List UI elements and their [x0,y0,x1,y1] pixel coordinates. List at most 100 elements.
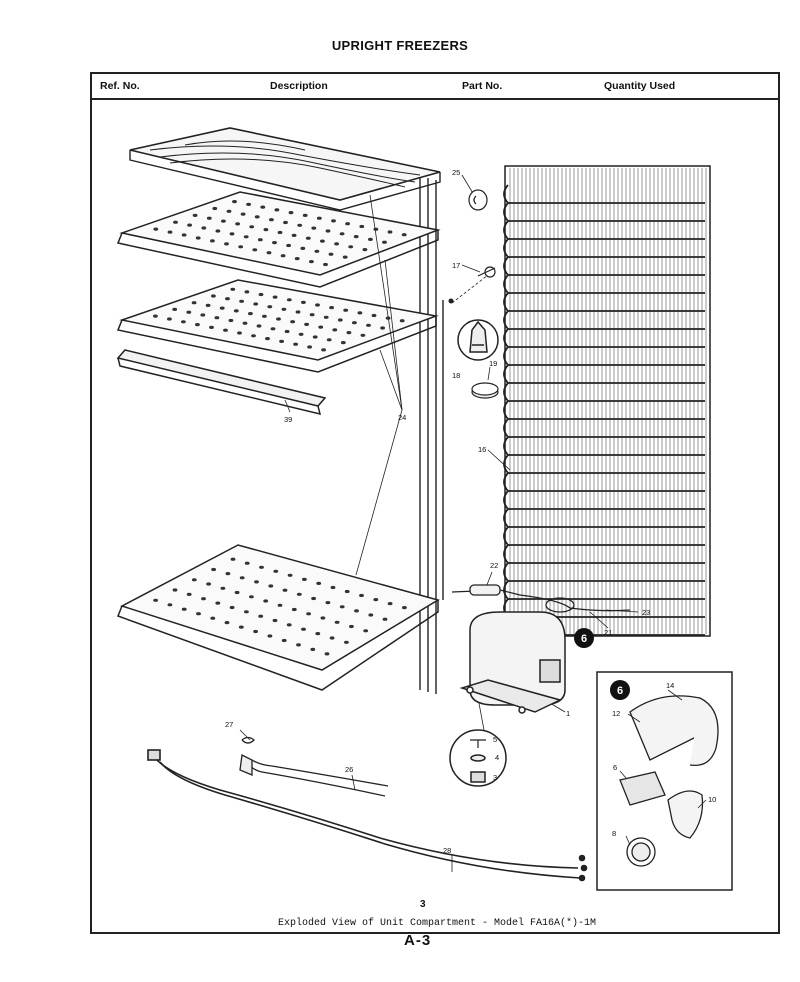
shelf-hole [238,625,244,629]
hose-clamp [241,736,255,744]
shelf-hole [221,219,226,223]
column-header-part-no: Part No. [462,80,503,92]
shelf-hole [215,229,221,233]
shelf-hole [340,341,346,345]
shelf-hole [291,607,297,612]
page-number: A-3 [404,932,432,949]
shelf-hole [353,235,359,239]
shelf-hole [318,325,324,329]
shelf-hole [339,605,345,609]
shelf-hole [306,612,311,616]
shelf-hole [253,302,259,306]
shelf-hole [326,338,332,342]
callout-19: 19 [489,359,497,368]
shelf-hole [332,328,338,332]
shelf-hole [357,311,363,315]
shelf-hole [325,229,331,233]
shelf-hole [273,569,279,573]
shelf-hole [382,617,388,621]
shelf-hole [343,308,349,312]
shelf-hole [281,638,287,643]
shelf-hole [281,307,287,311]
callout-24: 24 [398,413,406,422]
shelf-hole [325,601,331,605]
shelf-hole [293,342,298,346]
callout-23: 23 [642,608,650,617]
shelf-hole [290,320,295,324]
shelf-hole [277,230,283,235]
shelf-hole [265,337,270,341]
shelf-hole [329,306,334,310]
shelf-hole [323,262,328,267]
shelf-hole [296,592,302,596]
shelf-hole [191,301,197,305]
figure-number: 3 [420,899,426,910]
shelf-hole [195,323,200,327]
relay-inset [457,319,499,361]
shelf-hole [172,588,178,592]
shelf-hole [272,295,278,299]
shelf-hole [301,300,306,304]
shelf-hole [320,616,326,620]
shelf-hole [192,213,198,217]
shelf-hole [291,233,297,237]
shelf-hole [302,577,307,582]
shelf-hole [225,297,230,301]
callout-26: 26 [345,765,353,774]
shelf-hole [224,242,229,246]
shelf-hole [360,333,366,337]
tube-clip-part [477,266,496,278]
shelf-hole [277,603,283,607]
shelf-hole [226,209,232,213]
shelf-hole [201,597,206,601]
shelf-hole [243,235,249,239]
shelf-hole [237,331,242,335]
callout-3: 3 [493,773,497,782]
shelf-hole [334,242,339,246]
shelf-hole [342,255,348,259]
shelf-hole [211,294,216,298]
shelf-hole [267,634,273,638]
shelf-hole [316,581,322,586]
shelf-front-rail [116,349,327,416]
shelf-hole [362,248,368,252]
callout-27: 27 [225,720,233,729]
shelf-hole [235,222,241,226]
callout-28: 28 [443,846,451,855]
shelf-hole [359,593,364,598]
callout-21: 21 [604,628,612,637]
shelf-hole [279,339,284,343]
shelf-hole [210,616,216,620]
shelf-hole [195,236,201,240]
condenser-coil [503,165,711,637]
shelf-hole [153,598,159,602]
shelf-hole [282,588,288,592]
shelf-hole [315,632,321,636]
shelf-hole [352,321,357,325]
shelf-hole [387,602,393,606]
shelf-hole [186,310,192,314]
mounting-hardware-inset [449,729,507,787]
shelf-hole [256,324,262,328]
shelf-hole [311,596,316,601]
callout-16: 16 [478,445,486,454]
shelf-hole [373,598,379,602]
shelf-hole [399,319,405,323]
shelf-hole [354,609,359,613]
screw-part [448,298,454,304]
electrical-inset-panel [596,671,733,891]
shelf-hole [324,652,330,656]
shelf-hole [339,232,345,236]
shelf-hole [305,236,311,240]
drain-hose [239,754,389,797]
shelf-hole [209,325,214,329]
svg-text:6: 6 [581,633,587,645]
callout-8: 8 [612,829,616,838]
shelf-hole [287,573,293,577]
shelf-hole [187,223,193,227]
shelf-hole [242,321,248,325]
shelf-hole [201,226,207,230]
figure-caption: Exploded View of Unit Compartment - Mode… [277,918,597,929]
drier-capillary [451,584,631,613]
